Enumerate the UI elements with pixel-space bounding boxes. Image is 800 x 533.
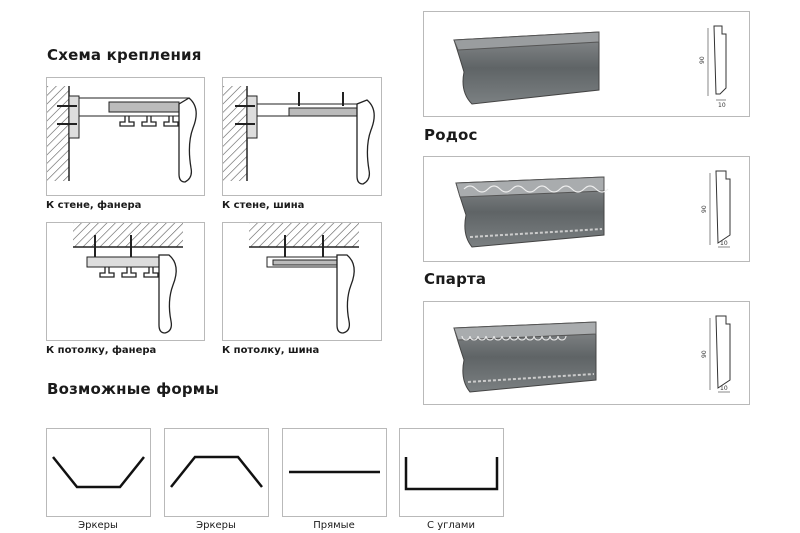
profile-drawing-sparta: 90 10 — [701, 315, 731, 393]
shape-box-corners — [399, 428, 504, 517]
mount-diagram-wall-rail — [222, 77, 382, 196]
shapes-section-title: Возможные формы — [47, 380, 220, 398]
mount-diagram-ceiling-plywood — [46, 222, 205, 341]
profile-width-label: 10 — [720, 240, 728, 247]
mount-caption-ceiling-plywood: К потолку, фанера — [46, 345, 157, 356]
shape-box-straight — [282, 428, 387, 517]
product-card-rodos: 90 10 — [423, 156, 750, 262]
shape-caption-corners: С углами — [427, 520, 475, 531]
shape-box-bay-2 — [164, 428, 269, 517]
profile-width-label: 10 — [720, 385, 728, 392]
shape-caption-bay-1: Эркеры — [78, 520, 118, 531]
product-title-sparta: Спарта — [424, 270, 487, 288]
mount-diagram-wall-plywood — [46, 77, 205, 196]
mount-caption-ceiling-rail: К потолку, шина — [222, 345, 320, 356]
shape-caption-bay-2: Эркеры — [196, 520, 236, 531]
shape-box-bay-1 — [46, 428, 151, 517]
product-card-sparta: 90 10 — [423, 301, 750, 405]
profile-drawing-1: 90 10 — [699, 25, 727, 109]
profile-height-label: 90 — [701, 205, 708, 213]
profile-drawing-rodos: 90 10 — [701, 170, 731, 248]
product-card-1: 90 10 — [423, 11, 750, 117]
profile-width-label: 10 — [718, 102, 726, 109]
mount-caption-wall-plywood: К стене, фанера — [46, 200, 142, 211]
profile-height-label: 90 — [699, 56, 706, 64]
profile-height-label: 90 — [701, 350, 708, 358]
mounting-section-title: Схема крепления — [47, 46, 202, 64]
shape-caption-straight: Прямые — [313, 520, 355, 531]
mount-caption-wall-rail: К стене, шина — [222, 200, 305, 211]
product-title-rodos: Родос — [424, 126, 478, 144]
mount-diagram-ceiling-rail — [222, 222, 382, 341]
